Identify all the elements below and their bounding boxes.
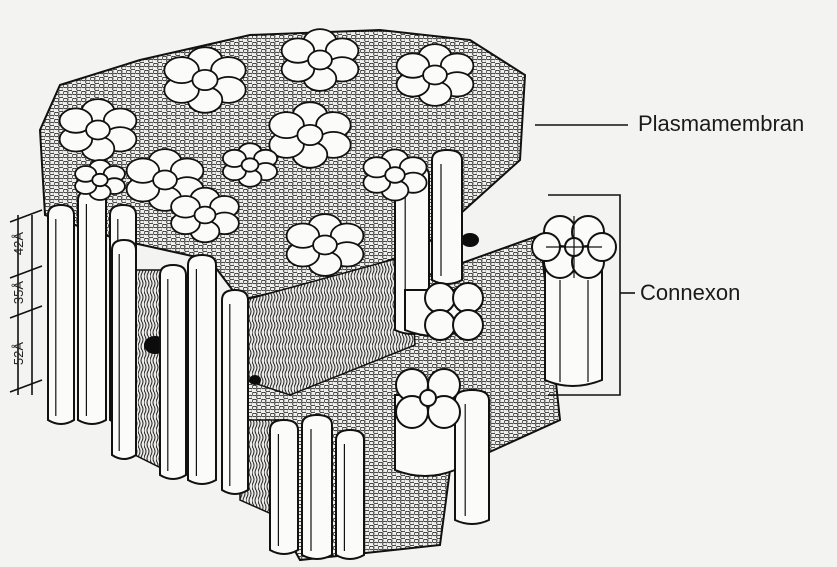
connexon-column <box>432 150 462 284</box>
connexon-column <box>270 420 298 554</box>
connexon-column <box>160 265 186 479</box>
connexon-rosette <box>397 44 474 106</box>
label-connexon: Connexon <box>640 280 740 306</box>
connexon-rosette <box>363 150 426 201</box>
connexon-column <box>112 240 136 459</box>
connexon-column <box>302 415 332 559</box>
dimension-label-35: 35Å <box>11 281 26 304</box>
connexon-rosette <box>269 102 350 168</box>
dimension-label-52: 52Å <box>11 342 26 365</box>
dimension-label-42: 42Å <box>11 232 26 255</box>
connexon-rosette <box>60 99 137 161</box>
connexon-rosette <box>282 29 359 91</box>
connexon-column <box>78 190 106 424</box>
connexon-rosette <box>75 160 125 200</box>
connexon-rosette <box>164 47 245 113</box>
isolated-connexon <box>532 216 616 386</box>
connexon-column <box>188 255 216 484</box>
connexon-column <box>222 290 248 494</box>
connexon-column <box>48 205 74 424</box>
connexon-column <box>336 430 364 559</box>
connexon-rosette <box>171 188 239 243</box>
connexon-rosette <box>223 143 277 187</box>
connexon-rosette <box>287 214 364 276</box>
label-plasmamembran: Plasmamembran <box>638 111 804 137</box>
